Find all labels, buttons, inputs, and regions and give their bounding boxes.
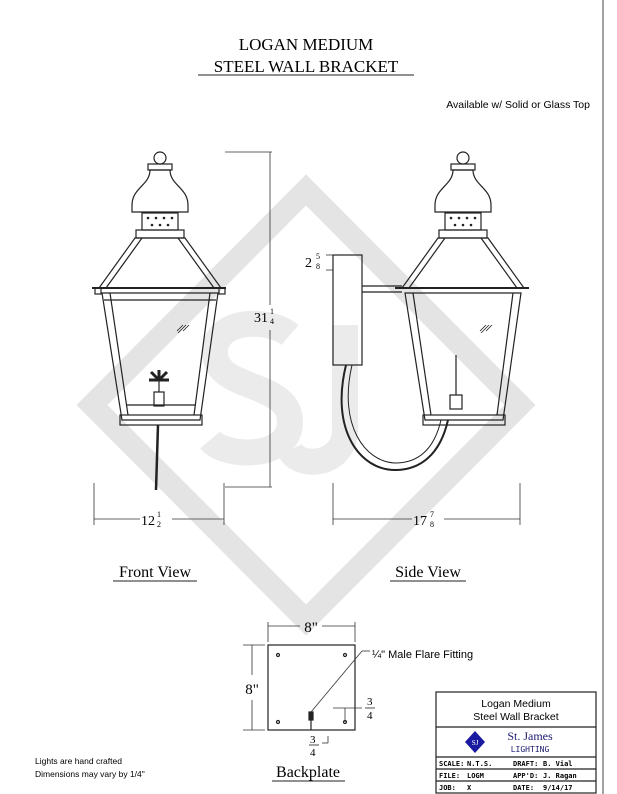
mount-dim-whole: 2 <box>305 256 312 271</box>
fitting-note: ¼" Male Flare Fitting <box>372 649 473 661</box>
front-width-whole: 12 <box>141 514 155 529</box>
backplate-width: 8" <box>304 620 318 636</box>
front-height-den: 4 <box>270 317 274 326</box>
draft-value: B. Vial <box>543 760 573 768</box>
title-block-product-line1: Logan Medium <box>481 698 551 710</box>
front-height-num: 1 <box>270 307 274 316</box>
company-sub: LIGHTING <box>511 745 550 754</box>
backplate-drawing <box>243 622 370 744</box>
front-view-label: Front View <box>119 564 192 581</box>
offset-bottom-den: 4 <box>310 747 316 759</box>
depth-dim-whole: 17 <box>413 514 427 529</box>
mount-dim-den: 8 <box>316 262 320 271</box>
side-view-lantern <box>332 151 529 472</box>
front-view-lantern <box>92 151 226 491</box>
note-dimensions: Dimensions may vary by 1/4" <box>35 769 145 779</box>
scale-label: SCALE: <box>439 760 464 768</box>
note-handcrafted: Lights are hand crafted <box>35 756 122 766</box>
front-height-whole: 31 <box>254 311 268 326</box>
mount-dim-num: 5 <box>316 252 320 261</box>
file-label: FILE: <box>439 772 460 780</box>
offset-right-den: 4 <box>367 710 373 722</box>
company-name: St. James <box>507 729 553 743</box>
title-block-product-line2: Steel Wall Bracket <box>473 711 558 723</box>
title-block <box>435 691 597 794</box>
st-james-logo-icon: SJ <box>465 731 485 753</box>
depth-dim-den: 8 <box>430 520 434 529</box>
offset-bottom-num: 3 <box>310 734 316 746</box>
title-line1: LOGAN MEDIUM <box>239 35 374 54</box>
job-value: X <box>467 784 472 792</box>
side-view-label: Side View <box>395 564 461 581</box>
date-label: DATE: <box>513 784 534 792</box>
backplate-height: 8" <box>245 682 259 698</box>
watermark-logo <box>76 174 536 636</box>
front-width-dimension <box>93 483 225 525</box>
availability-note: Available w/ Solid or Glass Top <box>446 99 590 111</box>
depth-dim-num: 7 <box>430 510 434 519</box>
draft-label: DRAFT: <box>513 760 538 768</box>
appd-value: J. Ragan <box>543 772 577 780</box>
offset-right-num: 3 <box>367 696 373 708</box>
file-value: LOGM <box>467 772 484 780</box>
scale-value: N.T.S. <box>467 760 492 768</box>
front-width-num: 1 <box>157 510 161 519</box>
job-label: JOB: <box>439 784 456 792</box>
svg-text:SJ: SJ <box>472 739 479 747</box>
side-depth-dimension <box>332 483 521 525</box>
title-line2: STEEL WALL BRACKET <box>214 57 399 76</box>
front-height-dimension <box>225 151 272 488</box>
appd-label: APP'D: <box>513 772 538 780</box>
backplate-label: Backplate <box>276 764 340 781</box>
front-width-den: 2 <box>157 520 161 529</box>
date-value: 9/14/17 <box>543 784 573 792</box>
